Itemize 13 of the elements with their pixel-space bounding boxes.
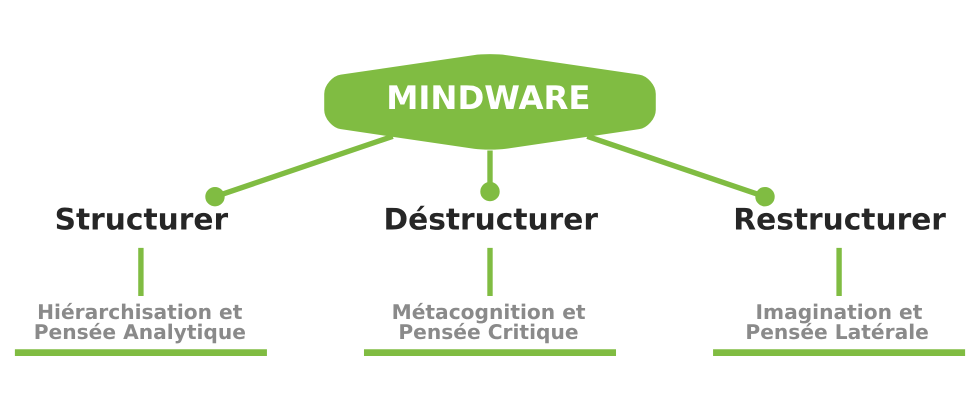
node-text: Métacognition et Pensée Critique (392, 299, 586, 344)
node-text: Structurer (54, 200, 228, 236)
node-text: Restructurer (733, 200, 946, 236)
connector (138, 247, 144, 296)
node-ellipse: MINDWARE (324, 54, 656, 150)
connector (487, 247, 493, 296)
connector (205, 133, 394, 206)
connector (836, 247, 842, 296)
connector (586, 133, 775, 206)
connector (480, 150, 500, 201)
node-text: Hiérarchisation et Pensée Analytique (34, 299, 246, 344)
node-text: Imagination et Pensée Latérale (745, 299, 929, 344)
node-text: Déstructurer (384, 200, 598, 236)
